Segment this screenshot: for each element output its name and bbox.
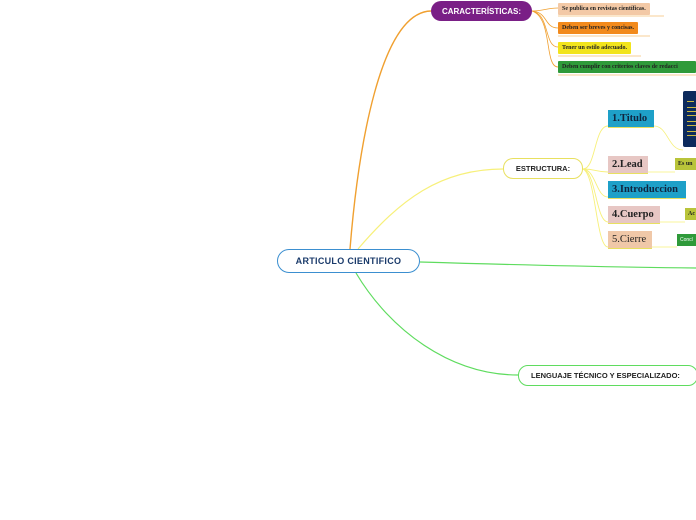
central-topic[interactable]: ARTICULO CIENTIFICO [277,249,420,273]
caracteristica-item-2[interactable]: Deben ser breves y concisas. [558,22,638,34]
topic-lenguaje[interactable]: LENGUAJE TÉCNICO Y ESPECIALIZADO: [518,365,696,386]
section-cuerpo[interactable]: 4.Cuerpo [608,206,660,224]
cierre-note[interactable]: Concl [677,234,696,246]
titulo-image-thumbnail[interactable] [683,91,696,147]
section-connector [583,169,608,247]
branch-estructura [358,169,503,249]
lead-note[interactable]: Es un [675,158,696,170]
section-titulo[interactable]: 1.Titulo [608,110,654,128]
section-cierre[interactable]: 5.Cierre [608,231,652,249]
section-connector [583,126,608,169]
leaf-connector [532,8,558,11]
branch-right [420,262,696,268]
section-introduccion[interactable]: 3.Introduccion [608,181,686,199]
caracteristica-item-3[interactable]: Tener un estilo adecuado. [558,42,631,54]
caracteristica-item-1[interactable]: Se publica en revistas científicas. [558,3,650,15]
topic-caracteristicas[interactable]: CARACTERÍSTICAS: [431,1,532,21]
cuerpo-note[interactable]: Ac [685,208,696,220]
branch-caracteristicas [350,11,431,249]
topic-estructura[interactable]: ESTRUCTURA: [503,158,583,179]
section-lead[interactable]: 2.Lead [608,156,648,174]
sub-connector [654,126,683,150]
branch-lenguaje [356,273,518,375]
caracteristica-item-4[interactable]: Deben cumplir con criterios claves de re… [558,61,696,73]
